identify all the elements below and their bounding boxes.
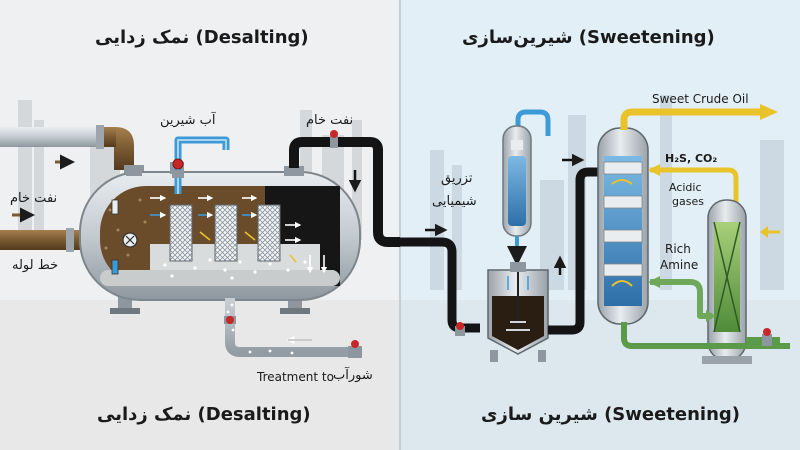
label-crude-out: نفت خام bbox=[306, 113, 353, 128]
label-fresh-water: آب شیرین bbox=[160, 113, 216, 128]
label-treatment: Treatment to bbox=[257, 370, 334, 384]
label-crude-in: نفت خام bbox=[10, 191, 57, 206]
label-injection: تزریق bbox=[441, 171, 473, 186]
label-chemical: شیمیایی bbox=[432, 194, 477, 209]
label-sweet-crude: Sweet Crude Oil bbox=[652, 92, 749, 106]
label-gases: gases bbox=[672, 195, 704, 208]
sweetening-title: شیرین‌سازی (Sweetening) bbox=[462, 27, 715, 48]
desalting-caption: نمک زدایی (Desalting) bbox=[97, 404, 311, 425]
label-brine: شورآب bbox=[333, 368, 373, 383]
label-acidic: Acidic bbox=[669, 181, 702, 194]
label-amine: Amine bbox=[660, 258, 698, 272]
label-rich: Rich bbox=[665, 242, 691, 256]
desalting-title: نمک زدایی (Desalting) bbox=[95, 27, 309, 48]
label-pipeline: خط لوله bbox=[12, 258, 58, 273]
label-h2s-co2: H₂S, CO₂ bbox=[665, 152, 717, 165]
sweetening-caption: شیرین سازی (Sweetening) bbox=[481, 404, 740, 425]
